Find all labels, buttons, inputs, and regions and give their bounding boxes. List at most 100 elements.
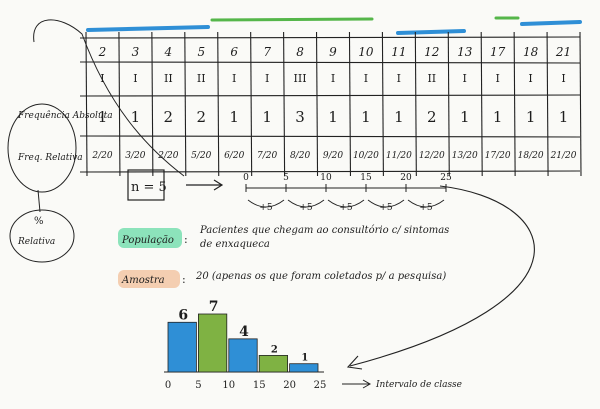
frequency-table-grid (79, 31, 582, 177)
tally-mark: I (528, 72, 532, 85)
sample-text: 20 (apenas os que foram coletados p/ a p… (196, 271, 447, 282)
date-label: 18/20 (518, 151, 544, 161)
side-connector (37, 189, 41, 213)
histogram-bar (258, 355, 289, 373)
histogram-axis-label: 15 (253, 380, 266, 391)
day-label: 8 (296, 45, 304, 59)
freq-circle (7, 103, 77, 193)
n-box (127, 169, 165, 201)
histogram-bar (197, 313, 228, 373)
histogram-bar (167, 321, 197, 373)
interval-step-label: +5 (339, 203, 353, 213)
interval-tick-label: 5 (283, 173, 289, 183)
percent-circle (9, 209, 75, 263)
histogram-axis-label: 25 (314, 380, 327, 391)
histogram-axis-label: 10 (222, 380, 235, 391)
tally-mark: II (197, 72, 206, 85)
grid-row-line (79, 170, 581, 173)
interval-step-arc (367, 199, 405, 208)
interval-step-arc (327, 199, 365, 208)
tally-mark: I (265, 72, 269, 85)
grid-col-line (250, 31, 253, 177)
count-value: 1 (131, 108, 141, 126)
interval-step-label: +5 (259, 203, 273, 213)
population-word: População (121, 235, 174, 246)
grid-col-line (118, 31, 121, 177)
side-percent: % (34, 216, 44, 227)
curved-arrow-right-head (346, 355, 363, 370)
count-value: 2 (196, 108, 206, 126)
grid-col-line (381, 31, 384, 177)
histogram-count-label: 6 (178, 307, 188, 323)
n-arrow (186, 179, 224, 191)
grid-col-line (414, 31, 417, 177)
sample-word: Amostra (121, 275, 165, 286)
day-label: 10 (358, 45, 374, 59)
grid-col-line (85, 31, 88, 177)
highlight-blue-3 (520, 20, 582, 26)
side-freq-abs: Frequência Absoluta (17, 110, 113, 121)
date-label: 2/20 (91, 151, 112, 161)
sample-colon: : (182, 273, 186, 286)
side-freq-rel: Freq. Relativa (17, 153, 83, 163)
highlight-blue-1 (86, 25, 210, 32)
tally-mark: I (561, 72, 565, 85)
date-label: 7/20 (257, 151, 277, 161)
day-label: 3 (132, 45, 140, 59)
date-label: 12/20 (419, 151, 445, 161)
histogram-axis-label: 5 (195, 380, 201, 391)
population-colon: : (184, 233, 188, 246)
day-label: 13 (457, 45, 473, 59)
grid-row-line (79, 36, 581, 39)
grid-row-line (79, 61, 581, 64)
tally-mark: I (495, 72, 499, 85)
grid-row-line (79, 94, 581, 97)
date-label: 6/20 (224, 151, 244, 161)
grid-col-line (184, 31, 187, 177)
count-value: 1 (262, 108, 272, 126)
count-value: 1 (460, 108, 470, 126)
tally-mark: I (397, 72, 401, 85)
date-label: 3/20 (125, 151, 145, 161)
histogram-count-label: 2 (271, 344, 278, 355)
date-label: 21/20 (550, 151, 577, 161)
count-value: 1 (361, 108, 371, 126)
grid-col-line (447, 31, 450, 177)
top-highlights (86, 16, 582, 35)
interval-tick-label: 0 (243, 173, 249, 183)
grid-col-line (315, 31, 319, 177)
histogram-count-label: 4 (239, 324, 249, 340)
sample-highlight (118, 270, 180, 288)
tally-mark: III (294, 72, 307, 85)
day-label: 21 (555, 45, 571, 59)
day-label: 4 (164, 45, 173, 59)
count-value: 1 (328, 108, 338, 126)
count-value: 1 (559, 108, 569, 126)
population-text: Pacientes que chegam ao consultório c/ s… (200, 225, 450, 250)
histogram-caption: Intervalo de classe (375, 380, 462, 390)
count-value: 3 (295, 108, 305, 126)
grid-row-line (79, 135, 581, 138)
interval-tick-label: 20 (400, 173, 412, 183)
day-label: 12 (424, 45, 439, 59)
grid-col-line (151, 31, 154, 177)
caption-arrow (342, 379, 372, 389)
tally-mark: I (133, 72, 137, 85)
histogram-count-label: 7 (209, 299, 219, 315)
grid-col-line (217, 31, 220, 177)
interval-step-label: +5 (379, 203, 393, 213)
date-label: 8/20 (290, 151, 310, 161)
date-label: 13/20 (452, 151, 478, 161)
day-label: 18 (523, 45, 539, 59)
count-value: 2 (427, 108, 437, 126)
day-label: 9 (329, 45, 337, 59)
tally-mark: I (364, 72, 368, 85)
tally-mark: I (331, 72, 335, 85)
grid-col-line (348, 31, 352, 177)
grid-col-line (283, 31, 286, 177)
date-label: 2/20 (157, 151, 178, 161)
